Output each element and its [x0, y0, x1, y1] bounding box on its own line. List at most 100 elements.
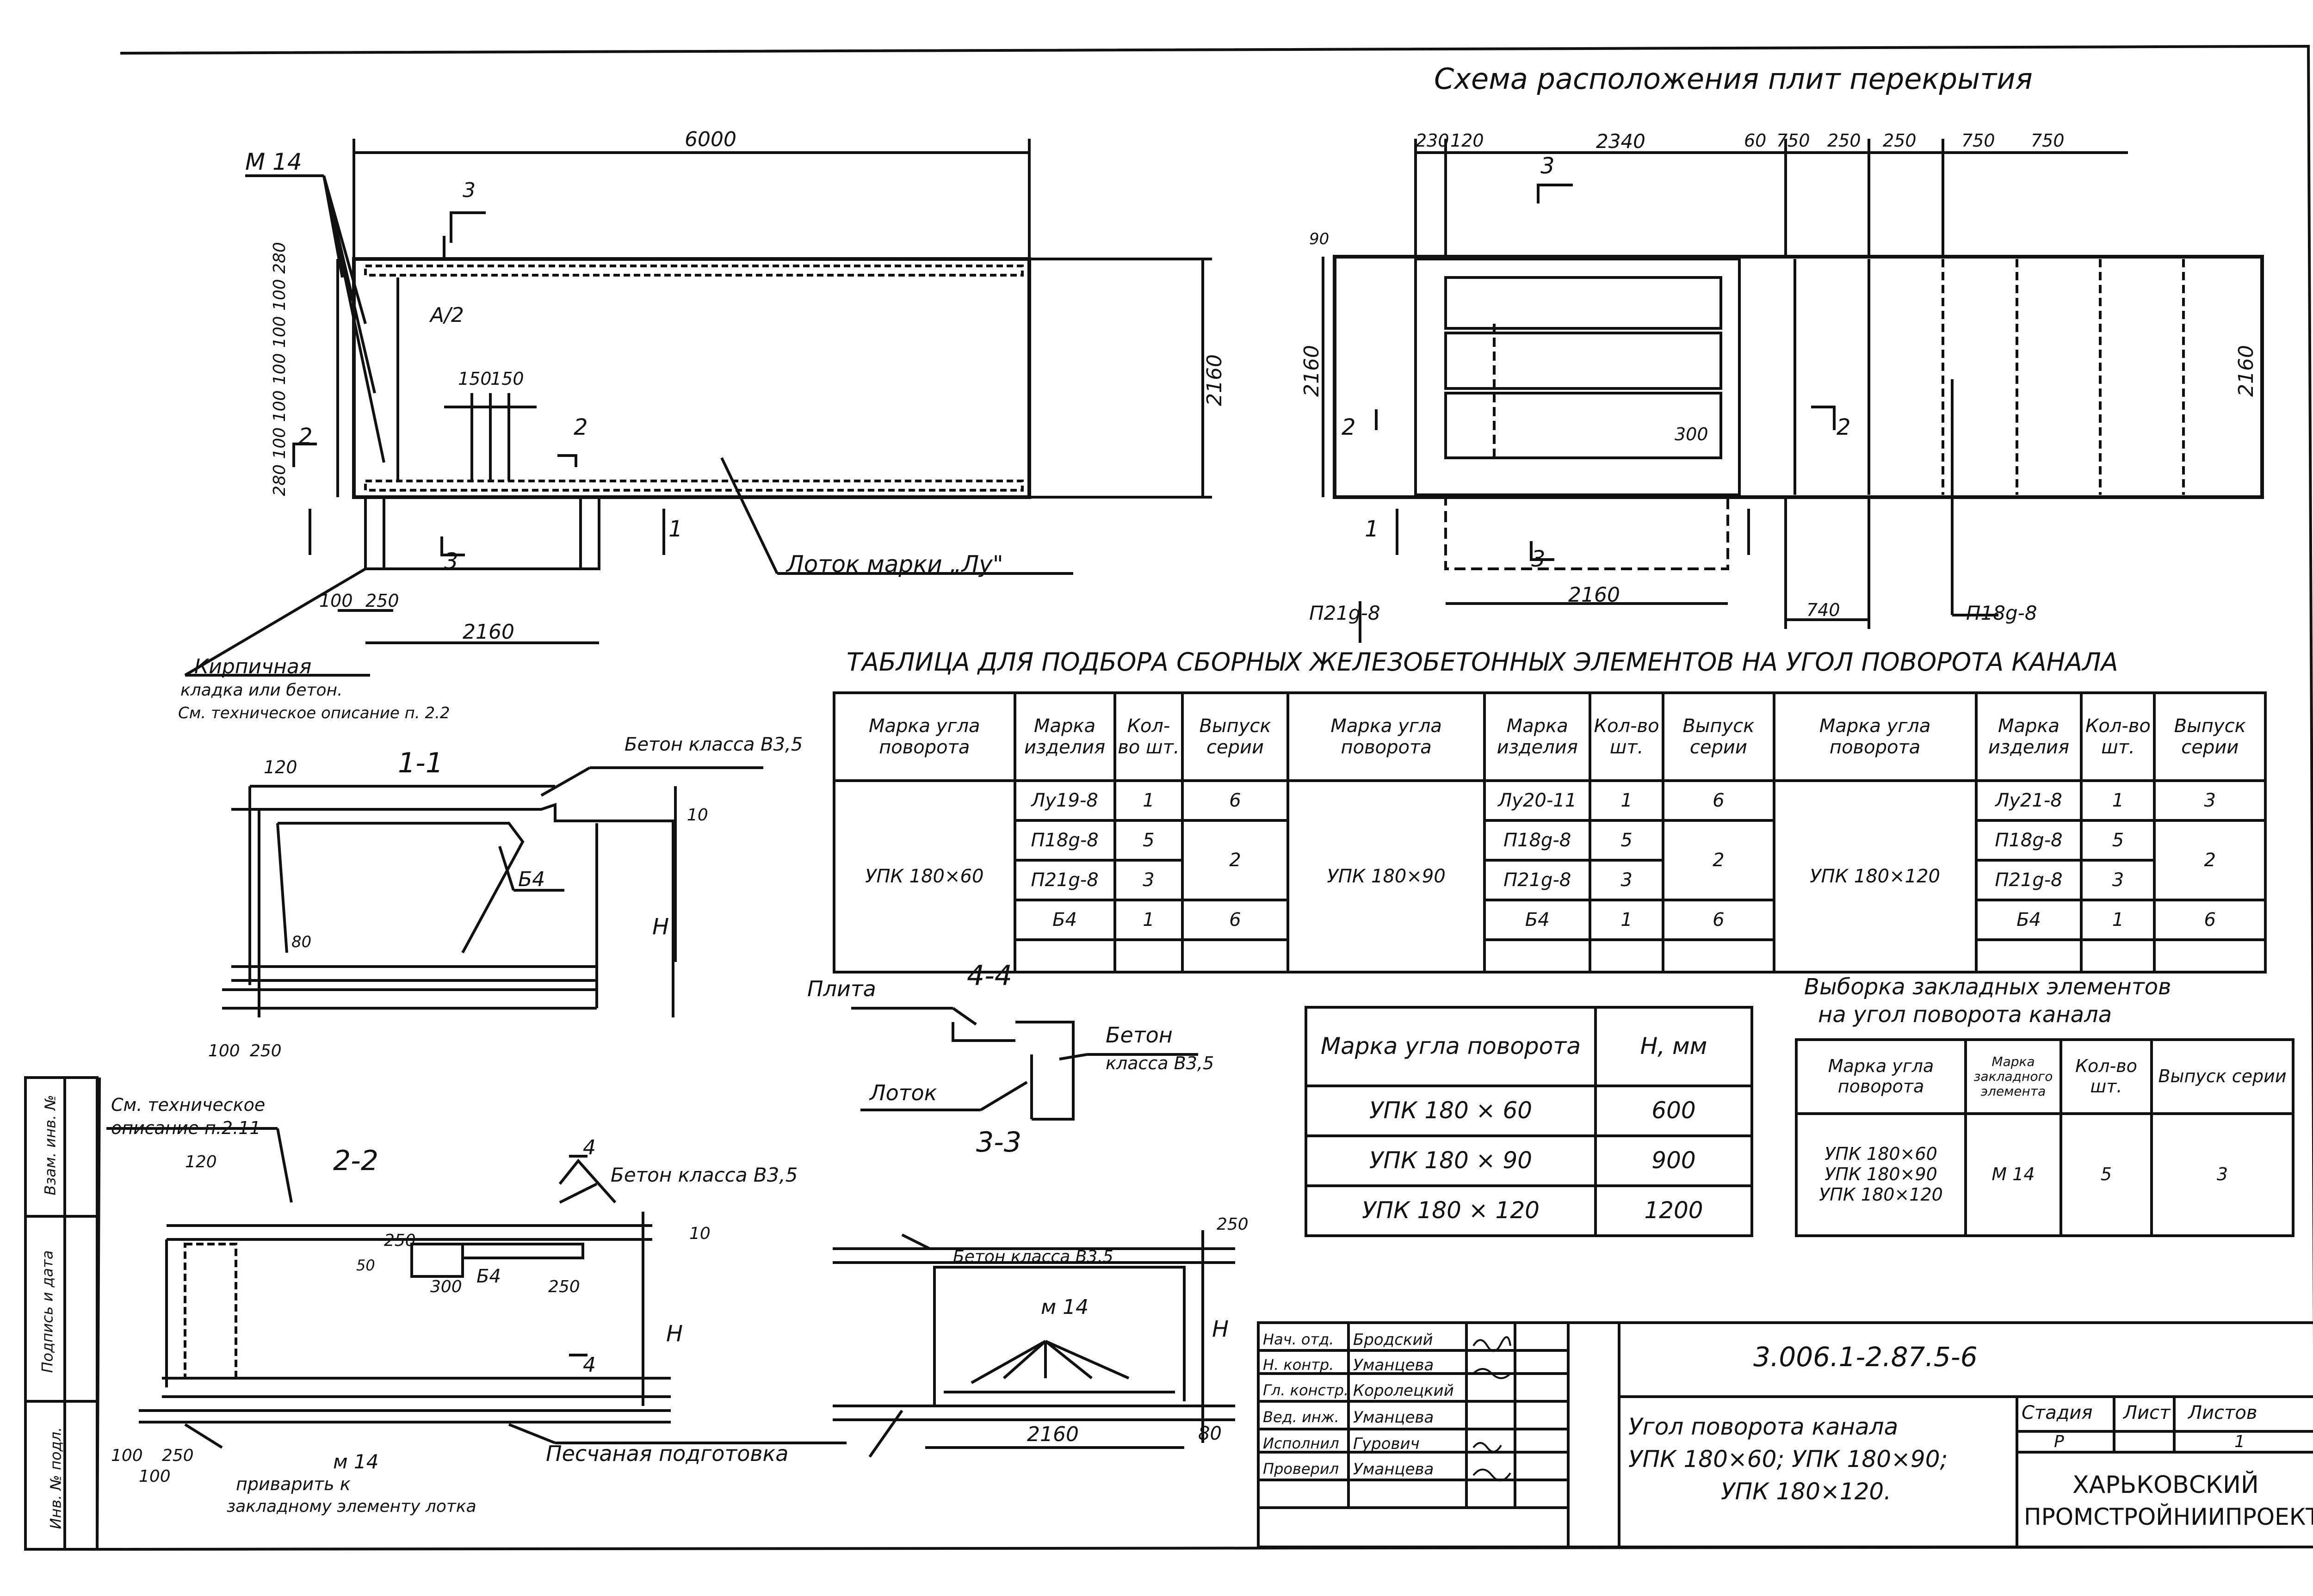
- tb-sheets: 1: [2234, 1432, 2245, 1451]
- title-block-frame: [1257, 1321, 2313, 1548]
- left-label-m14: М 14: [245, 148, 302, 175]
- et-h-element: Марка закладного элемента: [1964, 1038, 2062, 1115]
- et-mark: УПК 180×90: [1824, 1164, 1937, 1185]
- left-sec-3: 3: [463, 179, 476, 202]
- mt-item: П18g-8: [1974, 819, 2083, 862]
- right-dim-750b: 750: [1961, 130, 1995, 151]
- right-dim-230: 230: [1416, 130, 1449, 151]
- section-3-3-drawing: [833, 1230, 1235, 1449]
- mt-mark-2: УПК 180×90: [1286, 779, 1486, 974]
- mt-qty: 1: [1589, 899, 1665, 941]
- tb-code: 3.006.1-2.87.5-6: [1753, 1341, 1978, 1373]
- main-table-title: ТАБЛИЦА ДЛЯ ПОДБОРА СБОРНЫХ ЖЕЛЕЗОБЕТОНН…: [847, 647, 2118, 677]
- right-sec-3b: 3: [1531, 546, 1546, 572]
- sec44-beton1: Бетон: [1106, 1023, 1173, 1048]
- right-dim-2340: 2340: [1596, 130, 1645, 153]
- right-dim-750c: 750: [2031, 130, 2065, 151]
- mt-item: Б4: [1974, 899, 2083, 941]
- right-dim-740: 740: [1806, 600, 1840, 620]
- right-label-p18: П18g-8: [1966, 602, 2037, 624]
- sec11-title: 1-1: [398, 747, 443, 779]
- right-dim-2160-left: 2160: [1299, 345, 1323, 397]
- sec33-title: 3-3: [976, 1126, 1021, 1158]
- left-plan-drawing: [184, 139, 1212, 677]
- section-4-4-drawing: [851, 1007, 1198, 1121]
- main-selection-table: Марка угла поворота Марка изделия Кол-во…: [833, 691, 2267, 974]
- tb-role: Проверил: [1263, 1460, 1339, 1478]
- mt-h-series-3: Выпуск серии: [2153, 691, 2267, 782]
- sand-prep-label: Песчаная подготовка: [546, 1441, 789, 1466]
- et-h-qty: Кол-во шт.: [2059, 1038, 2153, 1115]
- mt-item: Б4: [1013, 899, 1116, 941]
- mt-series: 6: [1181, 899, 1289, 941]
- right-dim-300: 300: [1675, 424, 1708, 444]
- sec22-note1: См. техническое: [111, 1095, 266, 1115]
- sec22-dim-300: 300: [430, 1277, 462, 1296]
- sec22-sec4a: 4: [583, 1136, 596, 1159]
- lotok-label: Лоток марки „Лу": [786, 551, 1003, 578]
- tb-name: Уманцева: [1353, 1460, 1434, 1479]
- mt-h-item-3: Марка изделия: [1974, 691, 2083, 782]
- mt-item: Б4: [1483, 899, 1592, 941]
- left-sec-1: 1: [668, 516, 683, 542]
- scheme-title: Схема расположения плит перекрытия: [1434, 62, 2033, 96]
- sec22-dim-250: 250: [384, 1231, 416, 1250]
- side-stamp-inv: Инв. № подл.: [47, 1427, 65, 1529]
- mt-qty: 5: [1589, 819, 1665, 862]
- tb-signatures: [1472, 1336, 1511, 1482]
- embedded-title-1: Выборка закладных элементов: [1804, 974, 2171, 1000]
- mt-qty: 5: [1113, 819, 1184, 862]
- left-dim-100: 100: [319, 591, 353, 611]
- mt-qty: 3: [1113, 859, 1184, 901]
- mt-h-item-1: Марка изделия: [1013, 691, 1116, 782]
- sec22-dim-10: 10: [689, 1224, 711, 1243]
- mt-qty: 3: [1589, 859, 1665, 901]
- et-series: 3: [2150, 1112, 2294, 1237]
- right-plan-drawing: [1322, 139, 2264, 643]
- mt-mark-3: УПК 180×120: [1772, 779, 1978, 974]
- ht-mark: УПК 180 × 120: [1305, 1184, 1597, 1237]
- tb-name: Королецкий: [1353, 1381, 1454, 1400]
- et-mark: УПК 180×120: [1819, 1184, 1943, 1205]
- sec22-dim-50: 50: [356, 1257, 375, 1274]
- left-dim-6000: 6000: [685, 128, 736, 151]
- sec33-dim-250: 250: [1217, 1215, 1249, 1234]
- mt-qty: 1: [1113, 779, 1184, 822]
- embedded-title-2: на угол поворота канала: [1818, 1002, 2112, 1028]
- et-marks: УПК 180×60 УПК 180×90 УПК 180×120: [1795, 1112, 1967, 1237]
- sec33-dim-80: 80: [1198, 1423, 1222, 1444]
- tb-role: Исполнил: [1263, 1435, 1339, 1452]
- mt-series: 6: [1181, 779, 1289, 822]
- sec11-b4: Б4: [518, 868, 545, 891]
- sec33-dim-2160: 2160: [1027, 1423, 1079, 1446]
- side-stamp-replace: Взам. инв. №: [41, 1095, 59, 1195]
- left-sec-2b: 2: [574, 414, 588, 440]
- mt-h-qty-1: Кол-во шт.: [1113, 691, 1184, 782]
- masonry-note-1: Кирпичная: [194, 655, 312, 678]
- mt-qty: 1: [1113, 899, 1184, 941]
- mt-series: 6: [2153, 899, 2267, 941]
- mt-series: 6: [1662, 779, 1775, 822]
- sec22-b4: Б4: [476, 1266, 501, 1287]
- left-dim-2160-bottom: 2160: [463, 620, 514, 644]
- tb-name: Уманцева: [1353, 1408, 1434, 1427]
- sec22-beton: Бетон класса В3,5: [611, 1164, 798, 1186]
- ht-h-h: Н, мм: [1594, 1006, 1753, 1087]
- mt-qty: 1: [2080, 779, 2156, 822]
- sec22-dim-250b: 250: [548, 1277, 580, 1296]
- sec22-title: 2-2: [333, 1145, 378, 1177]
- mt-item: П21g-8: [1013, 859, 1116, 901]
- ht-h: 600: [1594, 1085, 1753, 1137]
- masonry-note-3: См. техническое описание п. 2.2: [178, 704, 450, 722]
- tb-sheet-header: Лист: [2123, 1402, 2171, 1423]
- right-dim-250a: 250: [1827, 130, 1861, 151]
- sec44-lotok: Лоток: [870, 1080, 937, 1105]
- sec22-h: Н: [666, 1321, 683, 1347]
- sec44-plita: Плита: [807, 976, 876, 1001]
- sec22-weld1: приварить к: [236, 1474, 351, 1494]
- left-dim-150b: 150: [490, 369, 524, 389]
- mt-series: 6: [1662, 899, 1775, 941]
- mt-h-qty-3: Кол-во шт.: [2080, 691, 2156, 782]
